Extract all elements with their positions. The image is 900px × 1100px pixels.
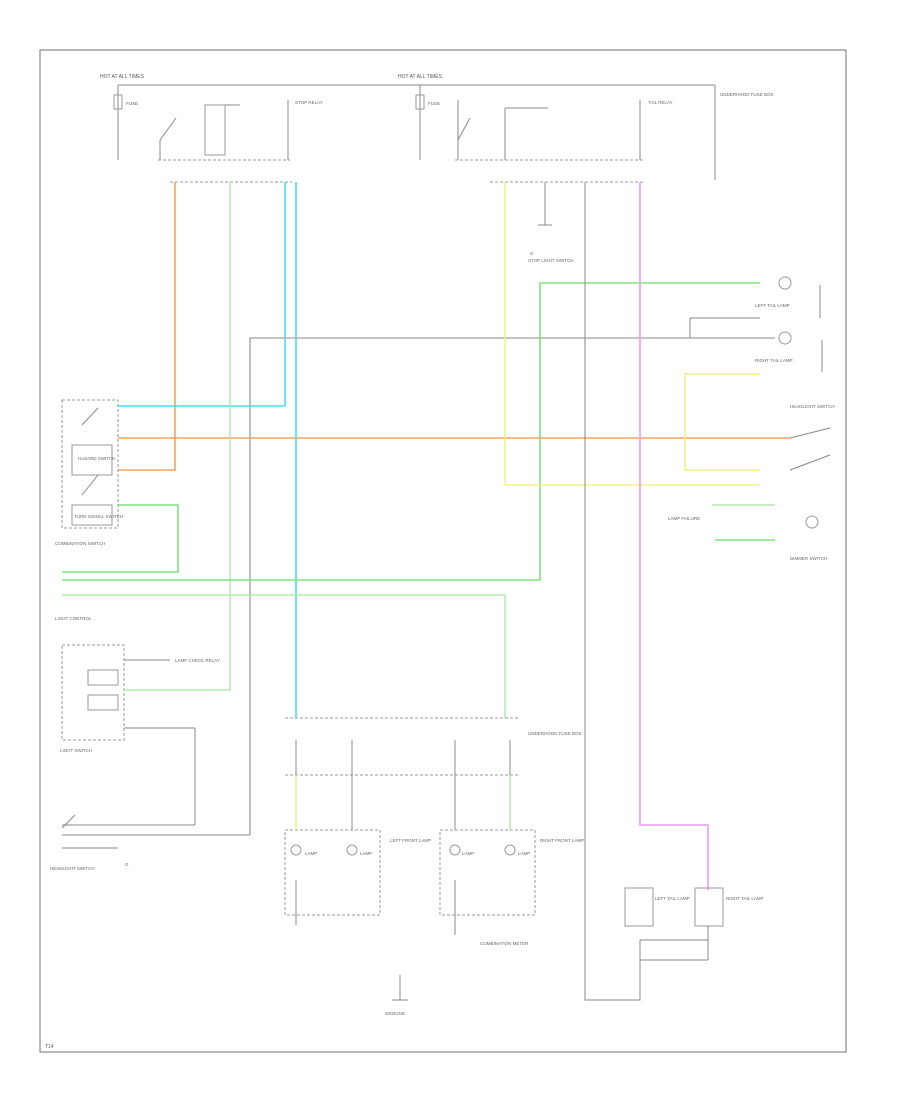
fuse-b [415, 94, 425, 110]
left-lamp-b-symbol [346, 844, 358, 856]
right-lamp-a-symbol [449, 844, 461, 856]
stop-switch-label: STOP LIGHT SWITCH [528, 258, 574, 263]
light-control-inner-1 [87, 669, 119, 686]
combo-turn-box [71, 504, 113, 526]
lamp-failure-label: LAMP FAILURE [668, 516, 700, 521]
light-switch-label: LIGHT SWITCH [60, 748, 92, 753]
wire-yellow-1 [504, 182, 760, 486]
combo-contact-2 [81, 474, 99, 496]
right-lamp-group [439, 829, 536, 916]
stop-relay-coil [204, 104, 226, 156]
wire-orange [118, 182, 176, 471]
tail-relay-contact [457, 117, 471, 141]
left-lamp-a-symbol [290, 844, 302, 856]
light-control-box [61, 644, 125, 741]
wire-cyan [118, 182, 286, 407]
tail-left-label: LEFT TAIL LAMP [655, 896, 690, 901]
wire-green-combo [62, 504, 179, 573]
ground-1-label: G [530, 251, 534, 256]
wire-gray-right [584, 182, 641, 1001]
lamp-check-label: LAMP CHECK RELAY [175, 658, 220, 663]
fuse-b-label: FUSE [428, 101, 440, 106]
lamp-symbol-3 [805, 515, 819, 529]
lamp-symbol-2 [778, 331, 792, 345]
stop-relay-label: STOP RELAY [295, 100, 323, 105]
dimmer-switch-label: DIMMER SWITCH [790, 556, 827, 561]
left-tail-label: LEFT TAIL LAMP [755, 303, 790, 308]
headlight-switch-label: HEADLIGHT SWITCH [790, 404, 835, 409]
wire-green-right [62, 282, 760, 581]
combination-switch-label: COMBINATION SWITCH [55, 541, 105, 546]
tail-lamp-left-box [624, 887, 654, 927]
light-control-inner-2 [87, 694, 119, 711]
junction-label: UNDERHOOD FUSE BOX [528, 731, 582, 736]
fuse-block-label: UNDERHOOD FUSE BOX [720, 92, 774, 97]
headlight-switch-contact [789, 427, 831, 439]
right-front-label: RIGHT FRONT LAMP [540, 838, 584, 843]
combo-hazard-box [71, 444, 113, 476]
corner-code: T14 [45, 1044, 54, 1050]
lower-switch-label: HEADLIGHT SWITCH [50, 866, 95, 871]
combination-meter-label: COMBINATION METER [480, 941, 529, 946]
wire-lightgreen-1 [125, 182, 231, 691]
tail-relay-label: TAIL RELAY [648, 100, 673, 105]
tail-lamp-right-box [694, 887, 724, 927]
left-lamp-group [284, 829, 381, 916]
wire-gray-main [249, 337, 690, 835]
hazard-switch-label: HAZARD SWITCH [78, 456, 116, 461]
ground-2-label: G [125, 862, 129, 867]
lamp-symbol-1 [778, 276, 792, 290]
left-lamp-b-label: LAMP [360, 851, 372, 856]
right-lamp-a-label: LAMP [462, 851, 474, 856]
right-tail-label: RIGHT TAIL LAMP [755, 358, 793, 363]
wire-pink [639, 182, 709, 890]
hot-label-2: HOT AT ALL TIMES [398, 74, 443, 80]
hot-label-1: HOT AT ALL TIMES [100, 74, 145, 80]
stop-relay-contact [159, 117, 177, 141]
combo-contact-1 [81, 407, 99, 426]
combination-switch-box [61, 399, 119, 529]
left-front-label: LEFT FRONT LAMP [390, 838, 431, 843]
dimmer-switch-contact [789, 454, 831, 471]
light-control-label: LIGHT CONTROL [55, 616, 92, 621]
right-lamp-b-label: LAMP [518, 851, 530, 856]
wire-yellow-2 [684, 373, 760, 471]
bottom-ground-label: GROUND [385, 1011, 406, 1016]
diagram-frame [39, 49, 847, 1053]
fuse-a-label: FUSE [126, 101, 138, 106]
right-lamp-b-symbol [504, 844, 516, 856]
fuse-a [113, 94, 123, 110]
wire-lightgreen-2 [62, 594, 506, 718]
turn-signal-label: TURN SIGNAL SWITCH [74, 514, 123, 519]
lower-switch-contact [61, 814, 76, 829]
tail-right-label: RIGHT TAIL LAMP [726, 896, 764, 901]
left-lamp-a-label: LAMP [305, 851, 317, 856]
